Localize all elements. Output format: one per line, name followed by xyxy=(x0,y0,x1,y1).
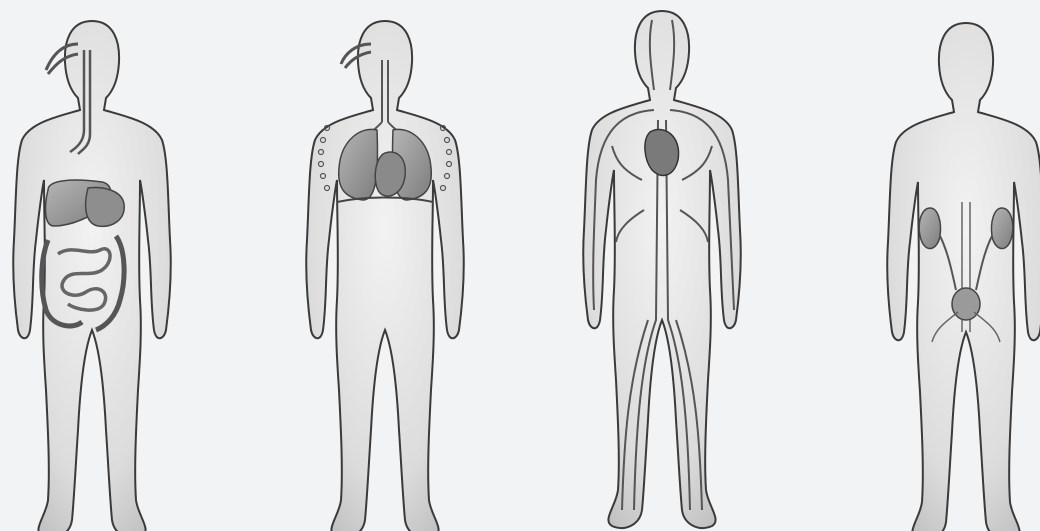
figure-urinary-system xyxy=(887,23,1040,531)
body-silhouette xyxy=(887,23,1040,531)
figure-respiratory-system xyxy=(306,21,464,531)
body-silhouette xyxy=(13,21,171,531)
left-kidney xyxy=(991,208,1012,249)
figure-circulatory-system xyxy=(583,11,741,528)
body-silhouette xyxy=(306,21,464,531)
figure-digestive-system xyxy=(13,21,171,531)
bladder xyxy=(952,288,980,320)
heart xyxy=(375,152,405,196)
stomach xyxy=(86,188,125,227)
body-silhouette xyxy=(583,11,741,528)
right-kidney xyxy=(919,208,940,249)
